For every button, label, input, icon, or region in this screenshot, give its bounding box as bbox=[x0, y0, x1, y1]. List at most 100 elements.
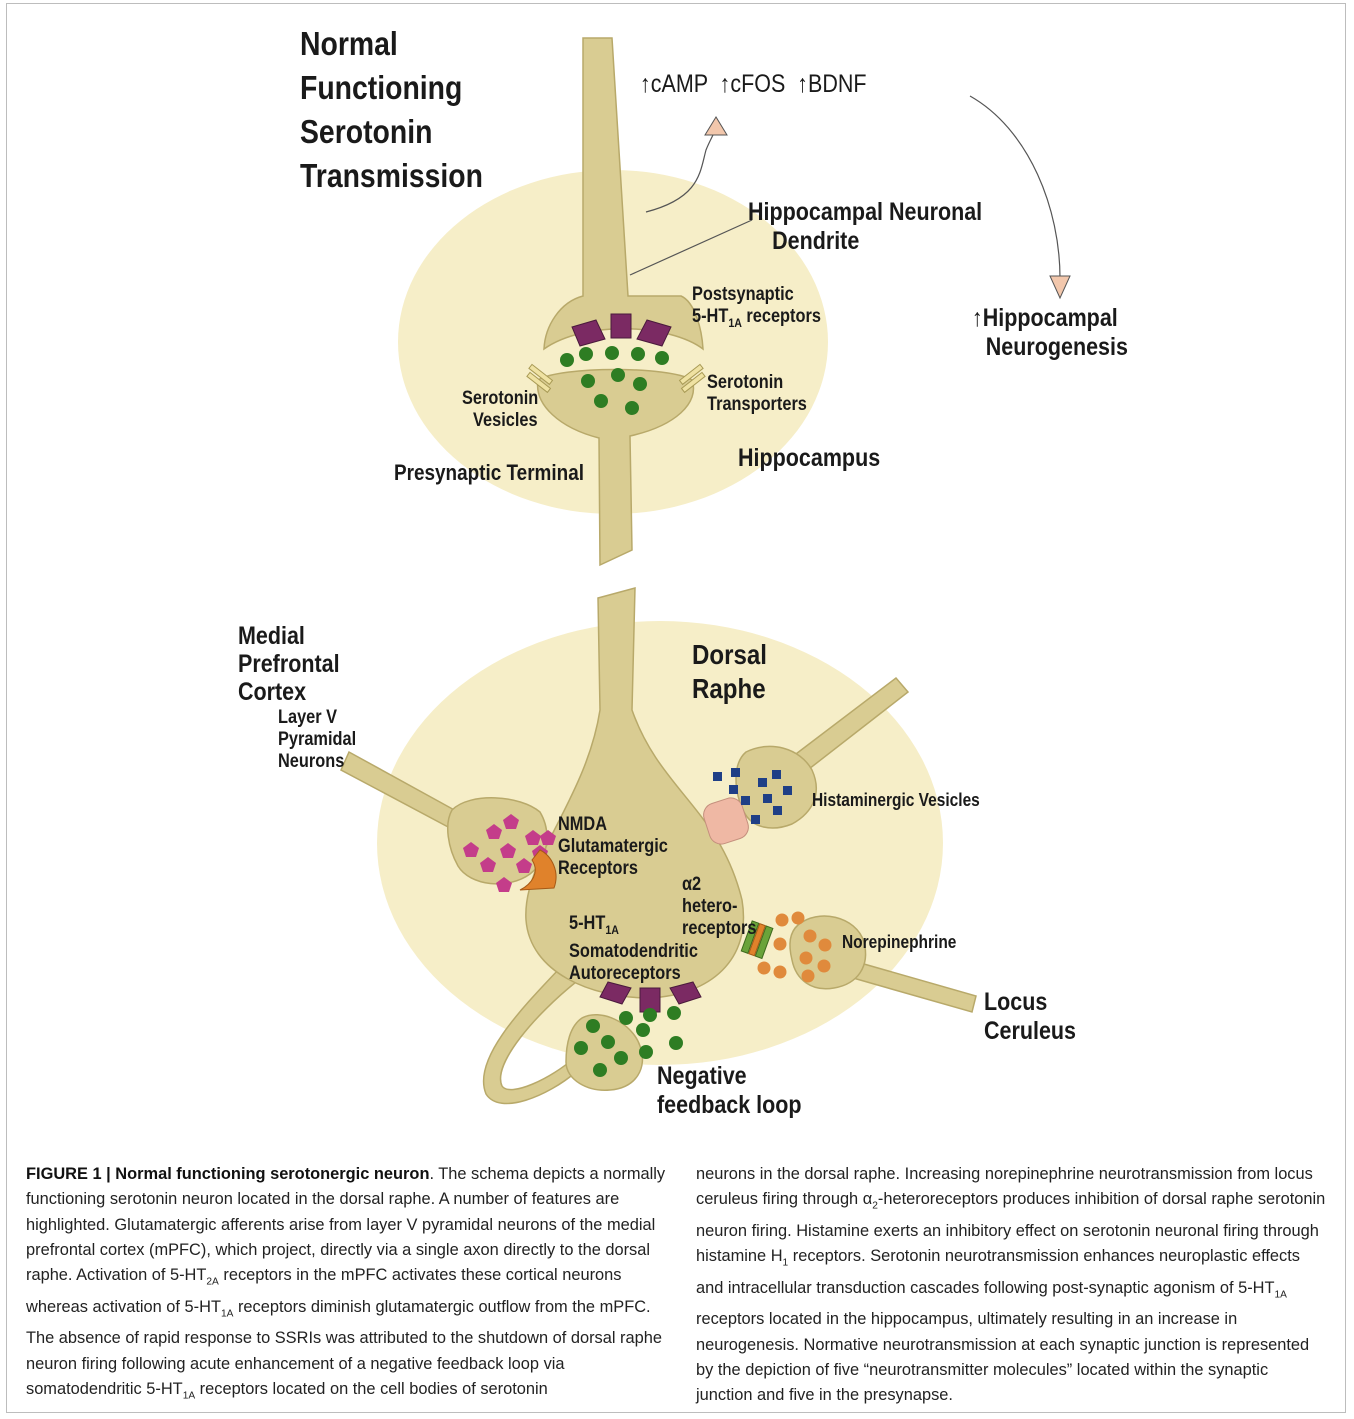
histamine-molecule bbox=[783, 786, 792, 795]
norepinephrine-molecule bbox=[800, 952, 813, 965]
serotonin-molecule bbox=[631, 347, 645, 361]
locus-ceruleus-label: Locus Ceruleus bbox=[984, 988, 1076, 1046]
neurogenesis-label-line: ↑Hippocampal bbox=[972, 304, 1128, 333]
serotonin-vesicle bbox=[594, 394, 608, 408]
histamine-molecule bbox=[713, 772, 722, 781]
caption-subscript: 2A bbox=[206, 1276, 218, 1287]
serotonin-molecule bbox=[586, 1019, 600, 1033]
histamine-molecule bbox=[741, 796, 750, 805]
histamine-molecule bbox=[763, 794, 772, 803]
alpha2-label-line: α2 bbox=[682, 874, 756, 896]
dendrite-label: Hippocampal Neuronal Dendrite bbox=[748, 198, 982, 256]
pyramidal-label-line: Layer V bbox=[278, 707, 356, 729]
serotonin-transporters-label: Serotonin Transporters bbox=[707, 372, 807, 416]
vesicles-label-line: Vesicles bbox=[462, 410, 538, 432]
histamine-molecule bbox=[731, 768, 740, 777]
serotonin-molecule bbox=[601, 1035, 615, 1049]
figure-caption-label: FIGURE 1 | Normal functioning serotonerg… bbox=[26, 1165, 429, 1183]
postsynaptic-label-subscript: 1A bbox=[728, 316, 742, 330]
signal-arrowhead bbox=[705, 117, 727, 135]
norepinephrine-molecule bbox=[818, 960, 831, 973]
nmda-label-line: Receptors bbox=[558, 858, 668, 880]
postsynaptic-label-line: 5-HT1A receptors bbox=[692, 306, 821, 334]
serotonin-molecule bbox=[639, 1045, 653, 1059]
postsynaptic-receptors-label: Postsynaptic 5-HT1A receptors bbox=[692, 284, 821, 334]
serotonin-molecule bbox=[655, 351, 669, 365]
mpfc-label-line: Prefrontal bbox=[238, 650, 340, 678]
dorsal-raphe-label-line: Raphe bbox=[692, 672, 767, 706]
autoreceptors-label-text: 5-HT bbox=[569, 913, 605, 934]
norepinephrine-molecule bbox=[819, 939, 832, 952]
feedback-label-line: feedback loop bbox=[657, 1091, 802, 1120]
neurogenesis-arrowhead bbox=[1050, 276, 1070, 298]
pyramidal-neurons-label: Layer V Pyramidal Neurons bbox=[278, 707, 356, 773]
presynaptic-terminal-label: Presynaptic Terminal bbox=[394, 462, 584, 484]
serotonin-molecule bbox=[619, 1011, 633, 1025]
serotonin-molecule bbox=[614, 1051, 628, 1065]
mpfc-label-line: Medial bbox=[238, 622, 340, 650]
panel-title-line: Functioning bbox=[300, 66, 483, 110]
caption-subscript: 1A bbox=[183, 1390, 195, 1401]
neurogenesis-label: ↑Hippocampal Neurogenesis bbox=[972, 304, 1128, 362]
signaling-effects-label: ↑cAMP ↑cFOS ↑BDNF bbox=[640, 70, 867, 99]
autoreceptors-label-line: Somatodendritic bbox=[569, 941, 698, 963]
serotonin-vesicle bbox=[625, 401, 639, 415]
postsynaptic-label-text: receptors bbox=[742, 306, 821, 327]
caption-subscript: 1A bbox=[221, 1308, 233, 1319]
locus-label-line: Ceruleus bbox=[984, 1017, 1076, 1046]
autoreceptors-label: 5-HT1A Somatodendritic Autoreceptors bbox=[569, 913, 698, 985]
serotonin-vesicle bbox=[581, 374, 595, 388]
serotonin-molecule bbox=[579, 347, 593, 361]
locus-label-line: Locus bbox=[984, 988, 1076, 1017]
mpfc-label: Medial Prefrontal Cortex bbox=[238, 622, 340, 706]
serotonin-molecule bbox=[574, 1041, 588, 1055]
serotonin-molecule bbox=[593, 1063, 607, 1077]
histamine-molecule bbox=[772, 770, 781, 779]
feedback-label-line: Negative bbox=[657, 1062, 802, 1091]
serotonin-molecule bbox=[636, 1023, 650, 1037]
serotonin-vesicles-label: Serotonin Vesicles bbox=[462, 388, 538, 432]
serotonin-molecule bbox=[560, 353, 574, 367]
norepinephrine-molecule bbox=[776, 914, 789, 927]
negative-feedback-label: Negative feedback loop bbox=[657, 1062, 802, 1120]
autoreceptors-label-subscript: 1A bbox=[605, 923, 619, 937]
postsynaptic-receptor bbox=[611, 314, 631, 338]
neurogenesis-arrow-line bbox=[970, 96, 1060, 278]
serotonin-vesicle bbox=[611, 368, 625, 382]
dorsal-raphe-label-line: Dorsal bbox=[692, 638, 767, 672]
caption-text: receptors located in the hippocampus, ul… bbox=[696, 1310, 1309, 1404]
serotonin-molecule bbox=[605, 346, 619, 360]
nmda-receptors-label: NMDA Glutamatergic Receptors bbox=[558, 814, 668, 880]
histaminergic-terminal bbox=[736, 746, 816, 828]
nmda-label-line: Glutamatergic bbox=[558, 836, 668, 858]
serotonin-vesicle bbox=[633, 377, 647, 391]
histamine-molecule bbox=[729, 785, 738, 794]
panel-title-line: Transmission bbox=[300, 154, 483, 198]
postsynaptic-label-text: 5-HT bbox=[692, 306, 728, 327]
dendrite-label-line: Hippocampal Neuronal bbox=[748, 198, 982, 227]
caption-text: receptors located on the cell bodies of … bbox=[195, 1380, 548, 1398]
histamine-molecule bbox=[773, 806, 782, 815]
histamine-molecule bbox=[758, 778, 767, 787]
norepinephrine-molecule bbox=[792, 912, 805, 925]
dendrite-label-line: Dendrite bbox=[748, 227, 982, 256]
serotonin-molecule bbox=[669, 1036, 683, 1050]
pyramidal-label-line: Neurons bbox=[278, 751, 356, 773]
norepinephrine-molecule bbox=[774, 966, 787, 979]
hippocampus-label: Hippocampus bbox=[738, 444, 880, 473]
caption-text: receptors. Serotonin neurotransmission e… bbox=[696, 1247, 1300, 1297]
panel-title-line: Serotonin bbox=[300, 110, 483, 154]
figure-diagram: Normal Functioning Serotonin Transmissio… bbox=[0, 0, 1354, 1140]
panel-title: Normal Functioning Serotonin Transmissio… bbox=[300, 22, 483, 198]
pyramidal-label-line: Pyramidal bbox=[278, 729, 356, 751]
histamine-molecule bbox=[751, 815, 760, 824]
autoreceptors-label-line: Autoreceptors bbox=[569, 963, 698, 985]
panel-title-line: Normal bbox=[300, 22, 483, 66]
postsynaptic-label-line: Postsynaptic bbox=[692, 284, 821, 306]
caption-subscript: 1A bbox=[1275, 1289, 1287, 1300]
transporters-label-line: Serotonin bbox=[707, 372, 807, 394]
neurogenesis-label-line: Neurogenesis bbox=[972, 333, 1128, 362]
norepinephrine-label: Norepinephrine bbox=[842, 931, 956, 953]
transporters-label-line: Transporters bbox=[707, 394, 807, 416]
figure-caption-left: FIGURE 1 | Normal functioning serotonerg… bbox=[26, 1162, 674, 1409]
